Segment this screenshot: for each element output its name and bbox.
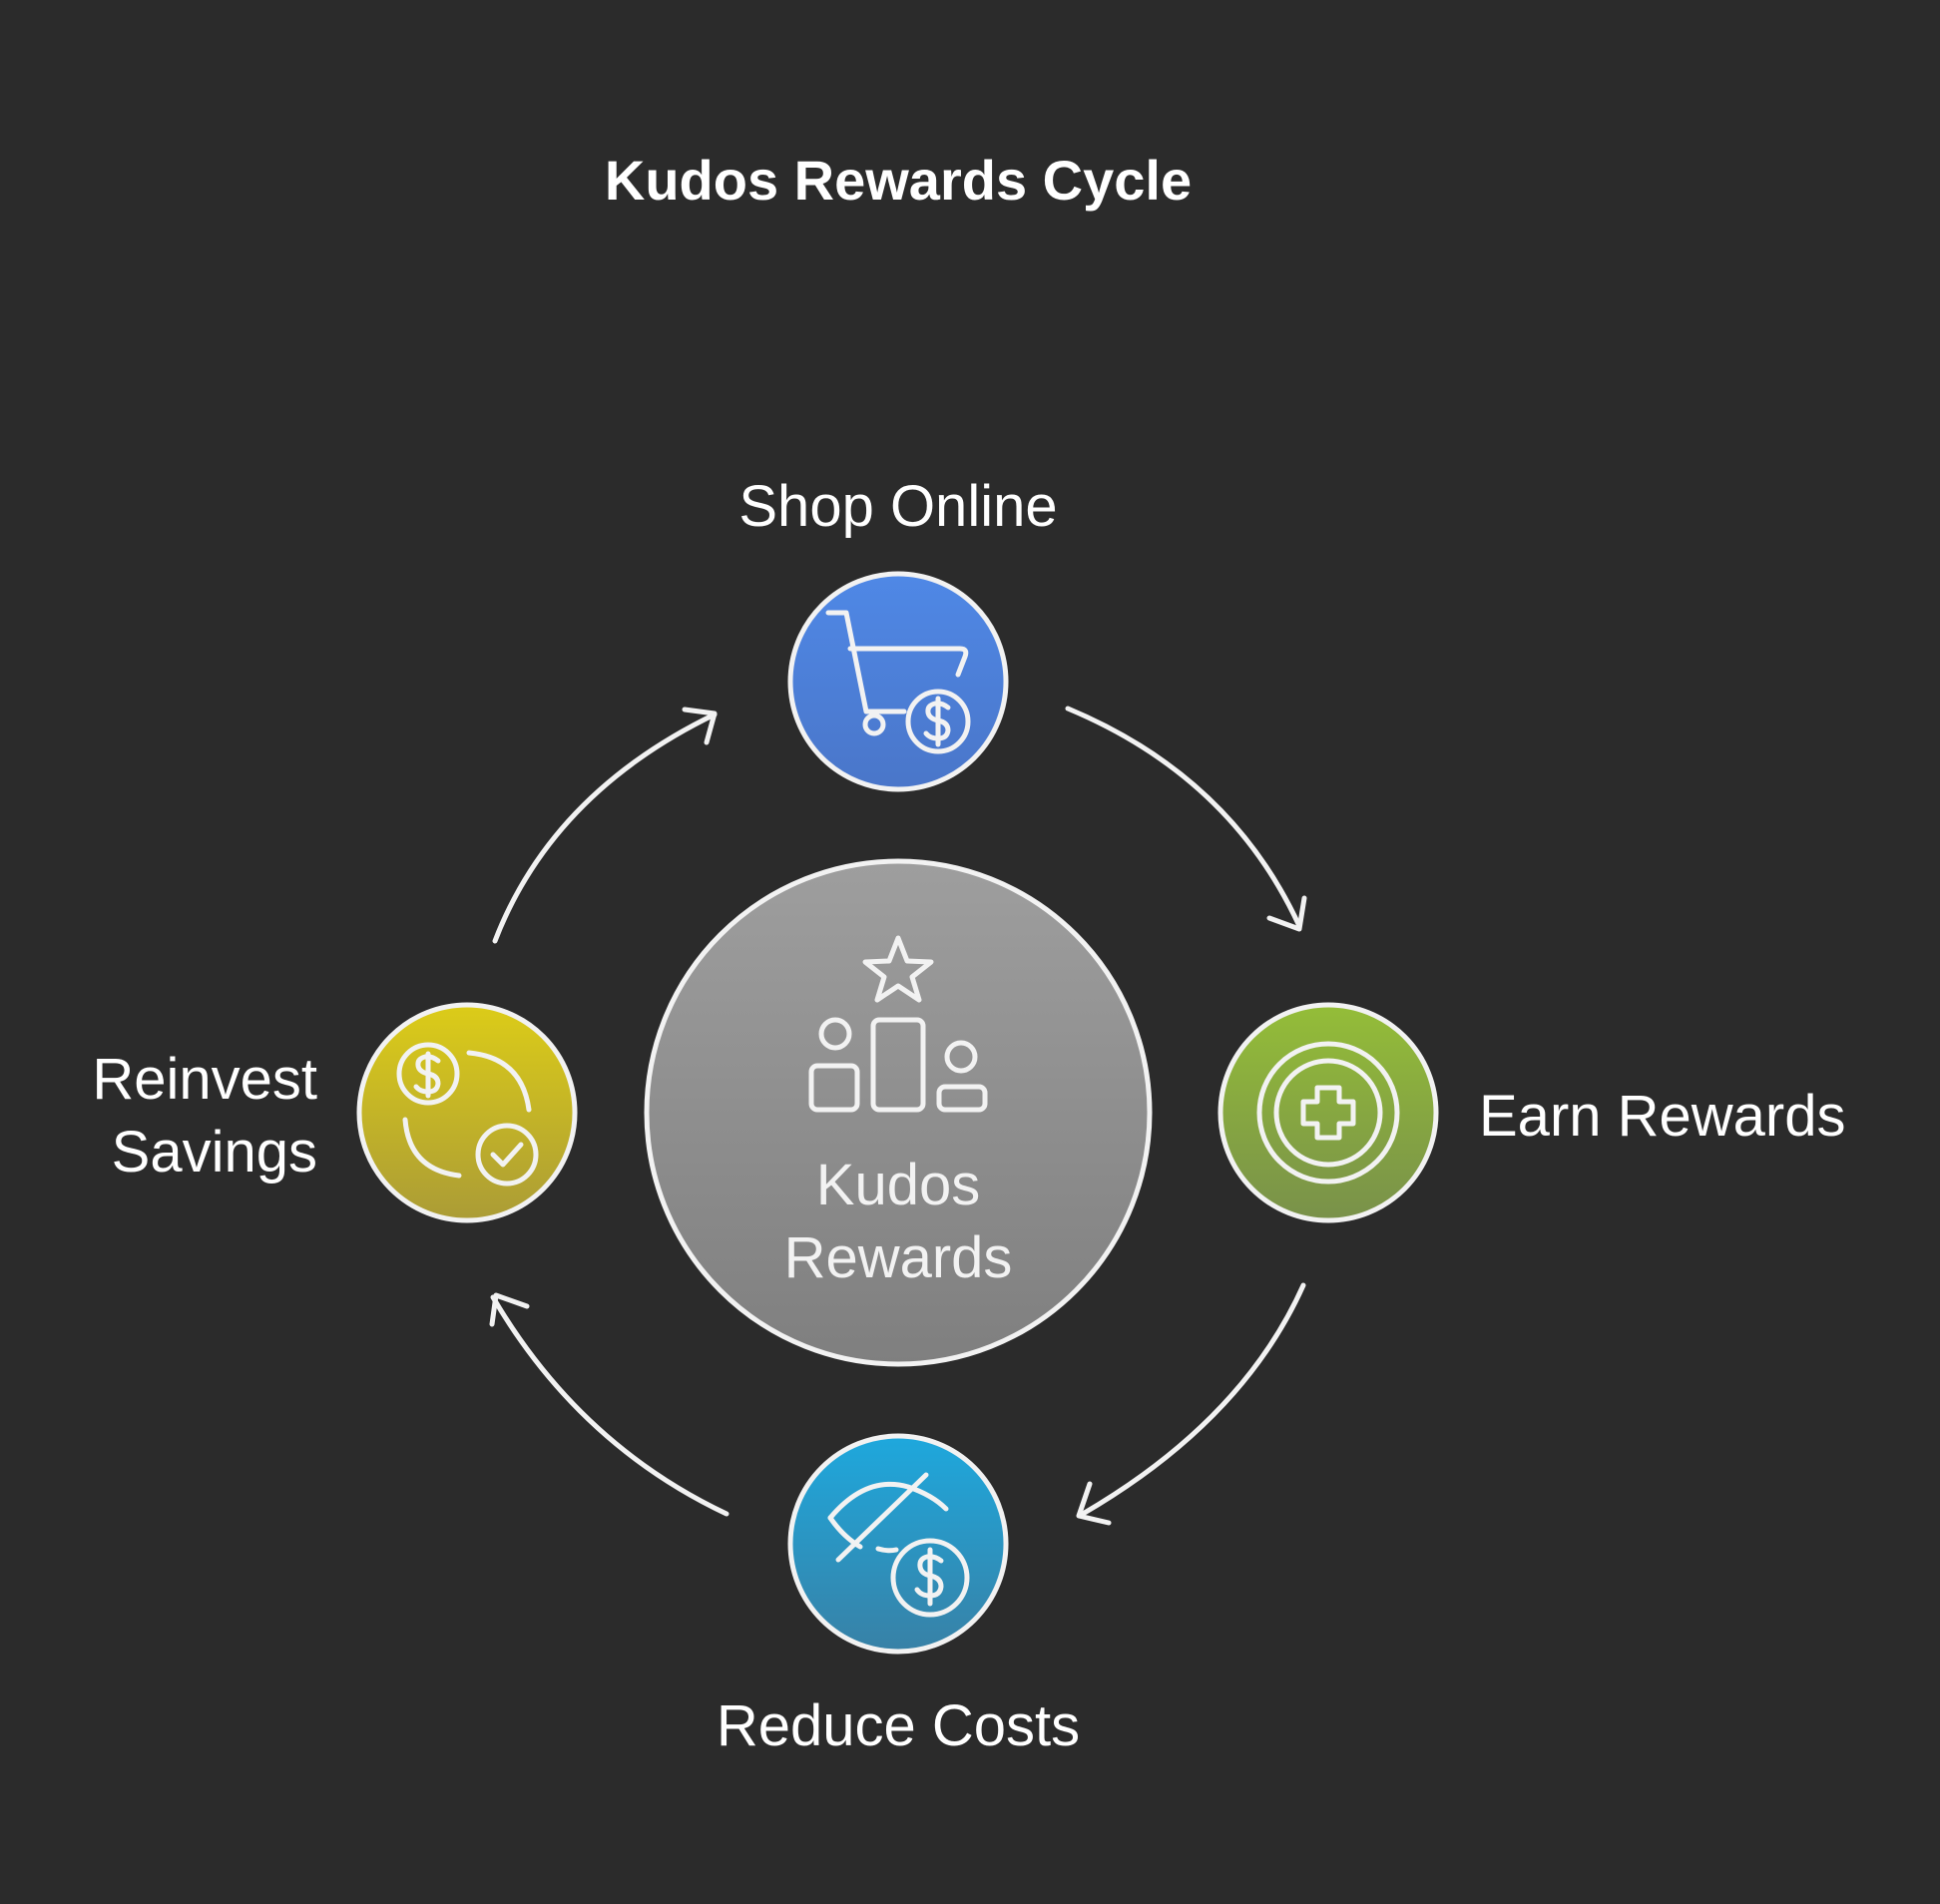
shopping-cart-dollar-icon [825, 610, 971, 754]
diagram-title: Kudos Rewards Cycle [604, 149, 1193, 212]
step-label-reduce-costs: Reduce Costs [716, 1693, 1081, 1758]
step-label-earn-rewards: Earn Rewards [1479, 1084, 1846, 1149]
step-reduce-costs [787, 1433, 1009, 1655]
dollar-cycle-check-icon [396, 1042, 539, 1187]
step-label-shop-online: Shop Online [738, 474, 1058, 539]
step-earn-rewards [1217, 1002, 1439, 1223]
step-shop-online [787, 571, 1009, 792]
plus-coin-icon [1256, 1041, 1400, 1185]
step-label-reinvest-savings: Reinvest Savings [92, 1047, 317, 1185]
center-hub [644, 858, 1153, 1367]
arrow-reduce-to-reinvest [489, 1292, 729, 1517]
podium-star-icon [808, 935, 988, 1113]
eye-off-dollar-icon [827, 1472, 970, 1618]
arrow-reinvest-to-shop [492, 707, 718, 944]
arrow-shop-to-earn [1065, 706, 1307, 932]
center-label: Kudos Rewards [783, 1153, 1013, 1290]
step-reinvest-savings [356, 1002, 578, 1223]
arrow-earn-to-reduce [1076, 1282, 1306, 1526]
cycle-arrows [489, 706, 1307, 1526]
